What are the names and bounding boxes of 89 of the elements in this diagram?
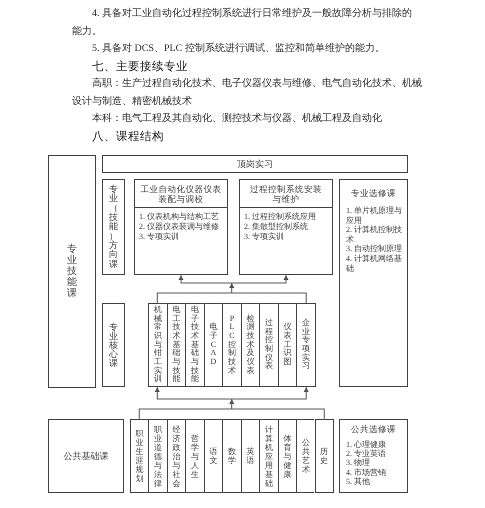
connector-line [231,408,325,420]
course-column [130,419,148,493]
course-name: 机械常识与钳工实训 [153,306,162,384]
course-box [102,155,408,173]
module-box [239,179,333,275]
arrow [178,274,232,284]
course-name: 仪表工识图 [283,323,292,367]
course-column [222,419,241,493]
course-item: 1. 单片机原理与应用 [346,206,403,226]
elective-title: 专业选修课 [351,188,396,198]
category-box [48,155,96,388]
requirement-text: 4. 具备对工业自动化过程控制系统进行日常维护及一般故障分析与排除的能力。 [72,6,413,38]
section-heading: 八、课程结构 [92,130,164,145]
elective-box [339,419,408,493]
course-column [185,303,204,387]
course-item: 4. 市场营销 [346,468,386,477]
arrow [231,386,309,400]
course-name: 语文 [209,447,218,465]
category-label: 公共基础课 [64,450,108,462]
connector-line [231,292,307,304]
course-name: 电子CAD [209,323,218,367]
course-item: 1. 心理健康 [346,440,386,449]
course-item: 1. 过程控制系统应用 [244,212,316,222]
course-column [240,303,260,387]
course-column [222,303,241,387]
course-item: 3. 专项实训 [139,232,179,242]
course-column [148,303,167,387]
course-name: 历史 [320,447,329,465]
course-column [296,303,316,387]
paragraph: 高职：生产过程自动化技术、电子仪器仪表与维修、电气自动化技术、机械设计与制造、精密机械技术 [72,76,423,108]
course-item: 2. 仪器仪表装调与维修 [139,222,219,232]
course-name: 英语 [246,447,255,465]
course-item: 3. 物理 [346,458,370,468]
paragraph: 本科：电气工程及其自动化、测控技术与仪器、机械工程及自动化 [91,112,383,126]
connector-line [229,282,234,294]
course-name: 过程控制仪表 [264,318,274,372]
course-column [185,419,204,493]
course-name: 顶岗实习 [237,158,273,170]
course-column [314,419,334,493]
course-name: 数学 [228,447,236,465]
section-heading: 七、主要接续专业 [92,59,188,75]
category-label: 专业技能课 [66,244,78,299]
course-item: 4. 计算机网络基础 [346,254,403,274]
connector-line [229,398,234,410]
course-name: 电子技术基础与技能 [190,306,200,384]
connector-line [138,408,232,420]
category-label: 专业核心课 [108,322,118,368]
course-item: 2. 专业英语 [346,449,386,458]
course-name: 电工技术基础与技能 [172,306,181,384]
course-name: 职业生涯规划 [135,429,144,483]
course-item: 3. 专项实训 [244,232,284,242]
category-box [102,303,125,387]
course-column [204,419,222,493]
arrow [154,386,232,400]
module-title: 过程控制系统安装与维护 [240,180,332,208]
course-name: PLC控制技术 [228,314,236,376]
course-name: 公共艺术 [301,438,310,474]
course-name: 检测技术及仪表 [246,314,255,376]
course-name: 计算机应用基础 [264,424,274,488]
course-name: 经济政治与社会 [172,424,181,488]
elective-box [339,179,408,387]
course-column [278,303,296,387]
course-column [204,303,222,387]
module-title: 工业自动化仪器仪表装配与调校 [135,180,227,208]
module-box [134,179,228,275]
course-column [240,419,260,493]
requirement-text: 5. 具备对 DCS、PLC 控制系统进行调试、监控和简单维护的能力。 [91,42,386,56]
course-column [166,303,186,387]
course-item: 5. 其他 [346,476,370,486]
elective-title: 公共选修课 [351,424,396,434]
course-name: 哲学与人生 [190,434,200,478]
course-item: 2. 集散型控制系统 [244,222,308,232]
course-column [148,419,167,493]
course-item: 3. 自动控制原理 [346,244,402,254]
course-name: 体育与健康 [282,434,292,478]
arrow [231,274,288,284]
course-item: 2. 计算机控制技术 [346,225,403,244]
course-column [296,419,314,493]
connector-line [156,292,232,304]
course-name: 职业道德与法律 [154,424,163,488]
course-name: 企业专项实习 [302,318,311,372]
course-column [259,419,278,493]
course-item: 1. 仪表机构与结构工艺 [139,212,219,222]
course-column [259,303,278,387]
category-box [102,179,125,275]
category-box [48,419,124,493]
course-column [166,419,186,493]
course-column [278,419,296,493]
category-label: 专业（技能）方向课 [108,185,118,269]
